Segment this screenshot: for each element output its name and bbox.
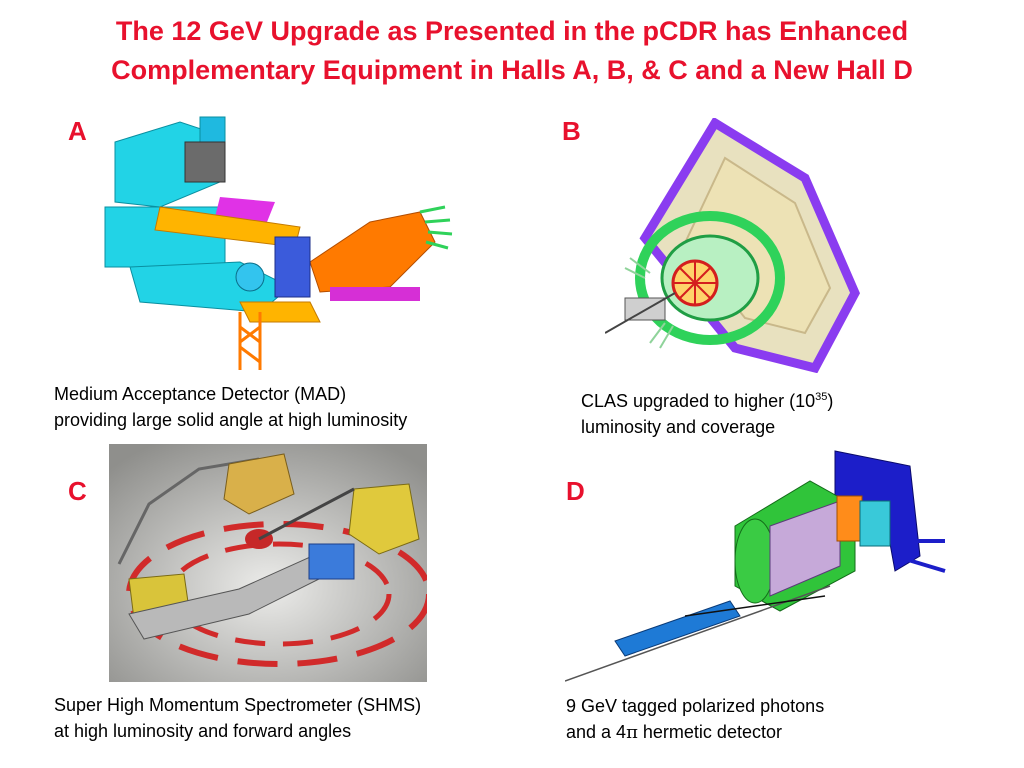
panel-d-caption-line-2-pre: and a 4	[566, 722, 627, 742]
hall-a-detector-image	[100, 112, 470, 372]
panel-b-caption-line-1: CLAS upgraded to higher (1035)	[581, 384, 833, 414]
pi-symbol: π	[626, 722, 638, 743]
panel-d-caption-line-1: 9 GeV tagged polarized photons	[566, 696, 825, 716]
panel-b-caption-line-2: luminosity and coverage	[581, 417, 776, 437]
panel-d-caption-line-2: and a 4π hermetic detector	[566, 719, 824, 746]
hall-d-detector-image	[565, 446, 950, 686]
panel-d-letter: D	[566, 476, 585, 506]
panel-a-caption-line-2: providing large solid angle at high lumi…	[54, 410, 408, 430]
slide-title-line-2: Complementary Equipment in Halls A, B, &…	[111, 55, 913, 85]
panel-c-caption: Super High Momentum Spectrometer (SHMS) …	[54, 692, 421, 744]
clas-detector-image	[605, 118, 860, 373]
panel-a-letter: A	[68, 116, 87, 146]
panel-b-letter: B	[562, 116, 581, 146]
hall-c-shms-image	[109, 444, 427, 682]
panel-b-caption: CLAS upgraded to higher (1035) luminosit…	[581, 384, 833, 440]
panel-c-caption-line-1: Super High Momentum Spectrometer (SHMS)	[54, 695, 422, 715]
panel-d-caption: 9 GeV tagged polarized photons and a 4π …	[566, 693, 824, 746]
panel-b-caption-line-1-post: )	[827, 391, 834, 411]
panel-c-letter: C	[68, 476, 87, 506]
panel-b-caption-exponent: 35	[815, 391, 828, 403]
panel-d-caption-line-2-post: hermetic detector	[637, 722, 782, 742]
panel-b-caption-line-1-pre: CLAS upgraded to higher (10	[581, 391, 816, 411]
slide-title-line-1: The 12 GeV Upgrade as Presented in the p…	[115, 16, 909, 46]
panel-a-caption-line-1: Medium Acceptance Detector (MAD)	[54, 384, 347, 404]
panel-c-caption-line-2: at high luminosity and forward angles	[54, 721, 352, 741]
panel-a-caption: Medium Acceptance Detector (MAD) providi…	[54, 381, 407, 433]
slide-title: The 12 GeV Upgrade as Presented in the p…	[0, 12, 1024, 90]
